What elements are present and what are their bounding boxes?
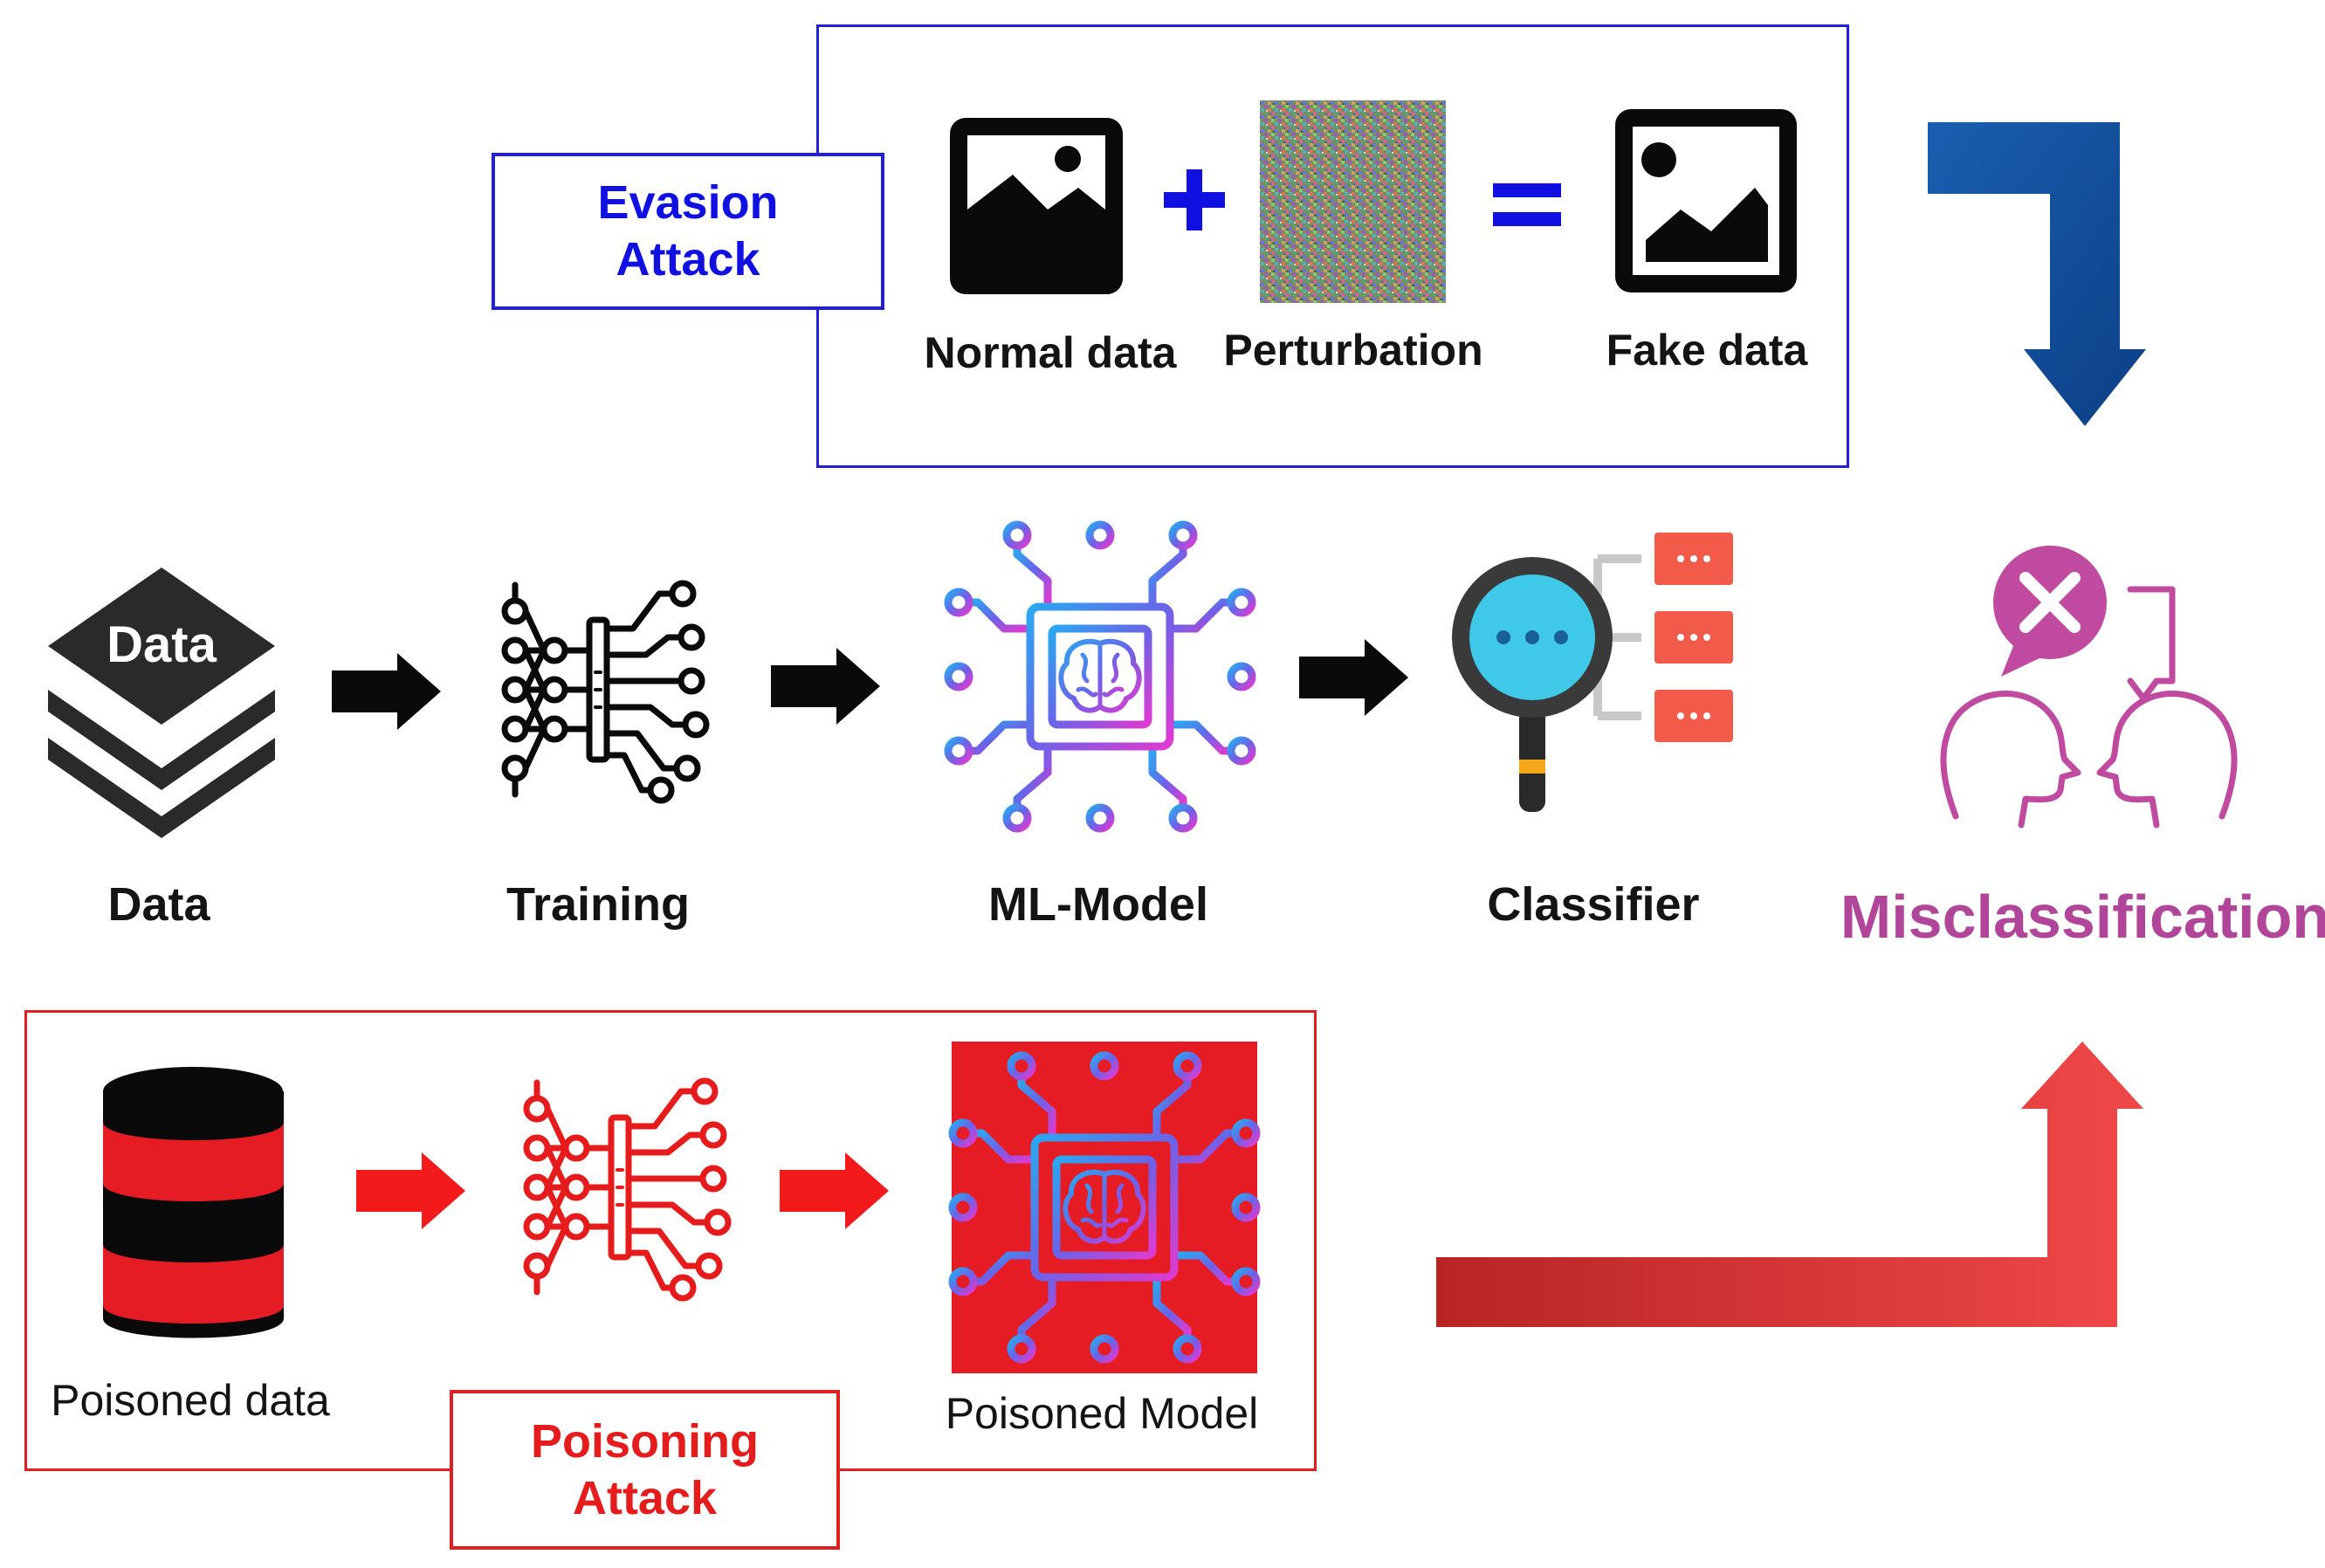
- arrow-training-to-model: [771, 648, 880, 725]
- misclassification-label: Misclassification: [1840, 883, 2325, 951]
- perturbation-noise-icon: [1260, 100, 1446, 303]
- perturbation-label: Perturbation: [1223, 326, 1483, 375]
- poisoned-model-chip-icon: [952, 1042, 1257, 1373]
- poison-arrow-1: [356, 1152, 465, 1229]
- equals-sign: [1493, 183, 1561, 226]
- ml-model-chip-icon: [948, 525, 1252, 829]
- data-label: Data: [107, 878, 210, 931]
- poison-arrow-2: [780, 1152, 889, 1229]
- plus-sign: [1164, 169, 1225, 230]
- poisoning-tag-line1: Poisoning: [531, 1414, 759, 1468]
- fake-data-label: Fake data: [1606, 326, 1808, 375]
- misclassification-people-icon: [1940, 546, 2238, 829]
- arrow-data-to-training: [332, 653, 441, 730]
- normal-data-image-icon: [950, 118, 1123, 294]
- ml-model-label: ML-Model: [988, 878, 1208, 931]
- poisoned-database-icon: [103, 1067, 284, 1338]
- training-neural-network-icon: [505, 583, 706, 801]
- fake-data-image-icon: [1615, 109, 1797, 292]
- poisoning-attack-tag: Poisoning Attack: [450, 1390, 840, 1550]
- normal-data-label: Normal data: [924, 328, 1177, 377]
- poisoning-to-misclassification-arrow: [1436, 1042, 2143, 1327]
- evasion-attack-frame: [816, 24, 1849, 468]
- classifier-magnifier-icon: [1452, 533, 1733, 812]
- data-icon-text: Data: [107, 616, 217, 673]
- poisoned-data-label: Poisoned data: [51, 1376, 330, 1425]
- poisoned-model-label: Poisoned Model: [945, 1389, 1259, 1438]
- evasion-tag-line1: Evasion: [597, 176, 779, 230]
- evasion-to-misclassification-arrow: [1928, 122, 2146, 426]
- arrow-model-to-classifier: [1299, 639, 1408, 716]
- training-label: Training: [506, 878, 691, 931]
- data-layers-icon: [48, 567, 275, 838]
- evasion-tag-line2: Attack: [616, 233, 760, 285]
- classifier-label: Classifier: [1487, 878, 1700, 931]
- evasion-attack-tag: Evasion Attack: [492, 153, 884, 310]
- poisoning-tag-line2: Attack: [572, 1471, 718, 1524]
